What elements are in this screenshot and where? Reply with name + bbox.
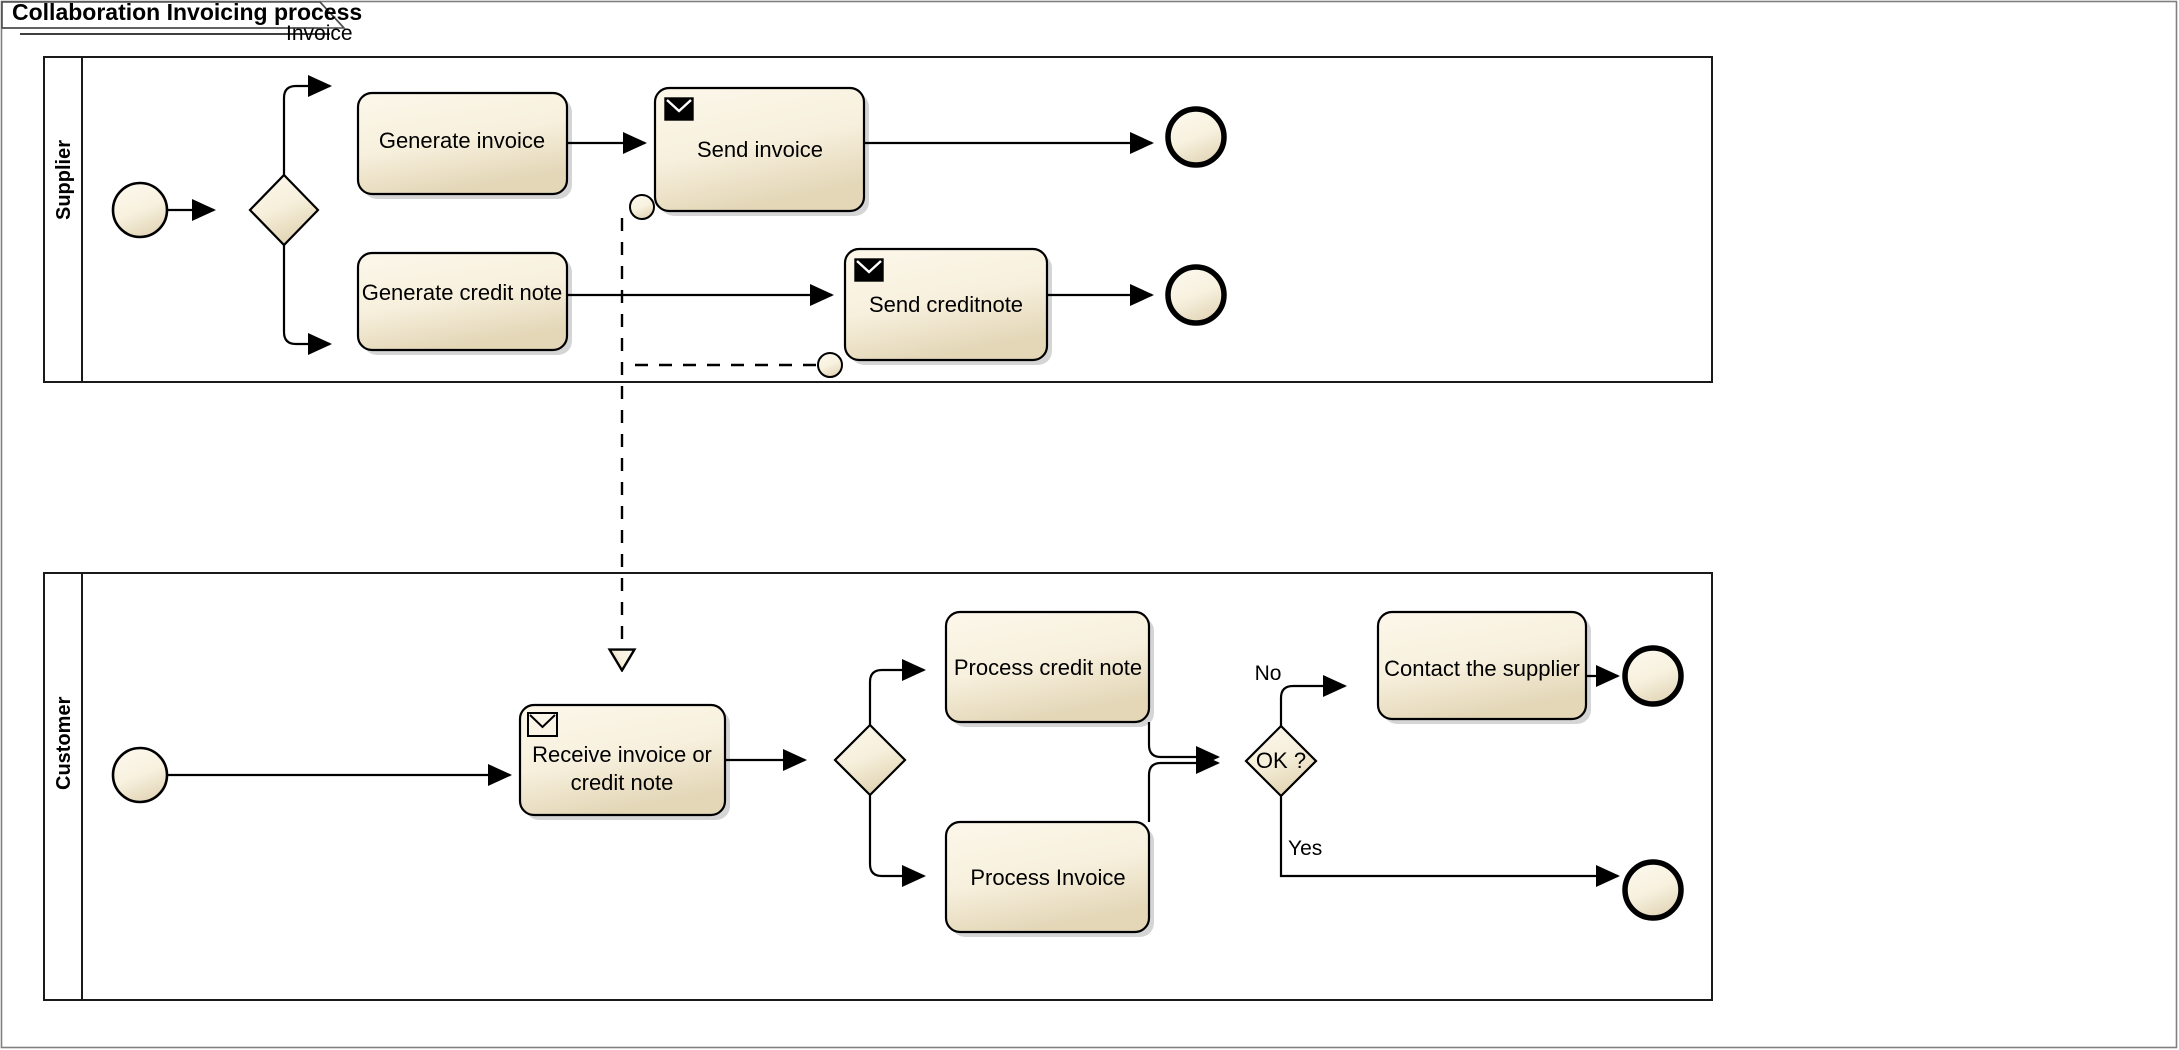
page-title: Collaboration Invoicing process [12, 0, 362, 25]
flow-gateway-to-generate-credit-note [282, 245, 333, 356]
send-invoice-message-source [629, 194, 655, 220]
task-process-credit-note[interactable]: Process credit note [944, 610, 1154, 727]
flow-process-invoice-to-ok [1147, 751, 1221, 822]
task-contact-the-supplier-label: Contact the supplier [1384, 656, 1580, 681]
split-gateway-customer[interactable] [833, 723, 907, 797]
task-process-invoice[interactable]: Process Invoice [944, 820, 1154, 937]
task-process-invoice-label: Process Invoice [970, 865, 1125, 890]
start-event-customer[interactable] [111, 746, 169, 804]
creditnote-message-flow[interactable] [624, 352, 843, 378]
flow-label-no: No [1255, 662, 1282, 685]
send-message-icon [854, 258, 884, 282]
flow-ok-no-to-contact-supplier [1279, 674, 1348, 726]
task-generate-credit-note-label: Generate credit note [362, 280, 563, 305]
end-event-creditnote[interactable] [1165, 264, 1227, 326]
flow-process-credit-note-to-ok [1147, 722, 1221, 769]
invoice-message-flow-label: Invoice [286, 22, 353, 45]
customer-pool-label: Customer [53, 696, 75, 790]
task-generate-invoice[interactable]: Generate invoice [356, 91, 572, 199]
flow-gateway-to-process-credit-note [868, 658, 927, 725]
task-send-creditnote[interactable]: Send creditnote [843, 247, 1052, 365]
ok-gateway[interactable]: OK ? [1244, 724, 1318, 798]
supplier-pool-label: Supplier [53, 140, 75, 220]
task-receive-label-line1: Receive invoice or [532, 742, 712, 767]
diagram-title-tab[interactable]: Collaboration Invoicing process [1, 0, 362, 29]
end-event-contact-supplier[interactable] [1622, 645, 1684, 707]
task-contact-the-supplier[interactable]: Contact the supplier [1376, 610, 1591, 724]
end-event-ok[interactable] [1622, 859, 1684, 921]
task-generate-invoice-label: Generate invoice [379, 128, 545, 153]
task-receive-label-line2: credit note [571, 770, 674, 795]
task-send-invoice[interactable]: Send invoice [653, 86, 869, 216]
supplier-pool[interactable]: Supplier [43, 56, 1713, 383]
end-event-invoice[interactable] [1165, 106, 1227, 168]
start-event-supplier[interactable] [111, 181, 169, 239]
exclusive-gateway-supplier[interactable] [248, 173, 320, 247]
task-send-creditnote-label: Send creditnote [869, 292, 1023, 317]
task-process-credit-note-label: Process credit note [954, 655, 1142, 680]
flow-gateway-to-generate-invoice [282, 74, 333, 175]
send-message-icon [664, 97, 694, 121]
flow-ok-yes-to-end [1279, 796, 1621, 888]
customer-pool[interactable]: Customer [43, 572, 1713, 1001]
flow-label-yes: Yes [1288, 837, 1322, 860]
receive-message-icon [527, 712, 558, 737]
task-receive-invoice-or-credit-note[interactable]: Receive invoice or credit note [518, 703, 730, 820]
invoice-message-flow-top-line: Invoice [20, 22, 353, 45]
task-send-invoice-label: Send invoice [697, 137, 823, 162]
task-generate-credit-note[interactable]: Generate credit note [356, 251, 572, 355]
ok-gateway-label: OK ? [1256, 748, 1306, 773]
flow-gateway-to-process-invoice [868, 795, 927, 888]
